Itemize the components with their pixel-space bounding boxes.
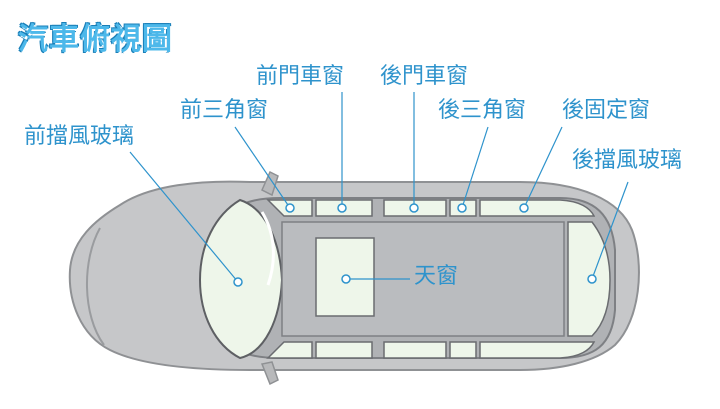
front-door-glass-bottom	[315, 341, 373, 359]
marker-sunroof	[341, 274, 351, 284]
label-rear-windshield: 後擋風玻璃	[572, 148, 683, 173]
front-bumper-line	[86, 227, 105, 346]
marker-front-door	[337, 203, 347, 213]
marker-rear-fixed	[519, 203, 529, 213]
leader-front-windshield	[129, 151, 239, 283]
side-mirror-top	[261, 170, 279, 197]
rear-door-glass-bottom	[383, 341, 447, 359]
label-rear-fixed: 後固定窗	[562, 98, 651, 123]
windshield-reflection	[260, 211, 275, 286]
marker-rear-quarter	[457, 203, 467, 213]
leader-rear-quarter	[461, 126, 489, 209]
leader-front-quarter	[234, 126, 291, 209]
label-sunroof: 天窗	[414, 264, 459, 289]
rear-fixed-glass-bottom	[479, 341, 596, 359]
rear-quarter-glass-bottom	[449, 341, 477, 359]
marker-front-windshield	[233, 277, 243, 287]
label-front-windshield: 前擋風玻璃	[24, 124, 135, 149]
side-mirror-bottom	[260, 361, 279, 386]
marker-front-quarter	[285, 203, 295, 213]
label-rear-quarter: 後三角窗	[438, 98, 527, 123]
front-quarter-glass-bottom	[266, 341, 313, 359]
label-front-quarter: 前三角窗	[180, 98, 269, 123]
label-front-door: 前門車窗	[256, 64, 345, 89]
marker-rear-door	[409, 203, 419, 213]
page-title: 汽車俯視圖	[18, 22, 173, 57]
rear-fixed-glass-top	[479, 199, 596, 217]
marker-rear-windshield	[587, 274, 597, 284]
leader-rear-windshield	[591, 181, 629, 280]
leader-rear-fixed	[523, 126, 563, 209]
label-rear-door: 後門車窗	[380, 64, 469, 89]
